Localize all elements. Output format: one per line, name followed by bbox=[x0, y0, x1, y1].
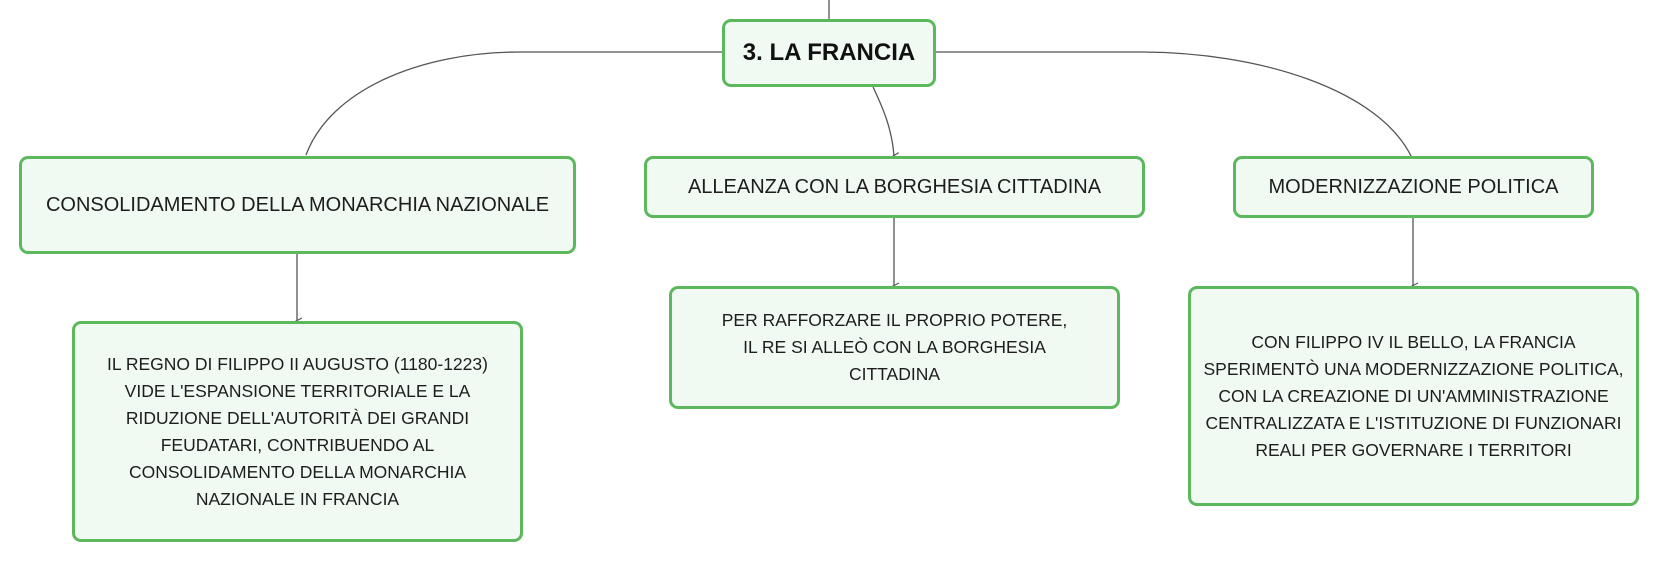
detail-text: IL REGNO DI FILIPPO II AUGUSTO (1180-122… bbox=[107, 353, 488, 509]
topic-label: MODERNIZZAZIONE POLITICA bbox=[1268, 175, 1559, 198]
root-title: 3. LA FRANCIA bbox=[742, 39, 916, 66]
topic-node-consolidamento[interactable]: CONSOLIDAMENTO DELLA MONARCHIA NAZIONALE bbox=[19, 156, 576, 254]
topic-node-modernizzazione[interactable]: MODERNIZZAZIONE POLITICA bbox=[1233, 156, 1594, 218]
topic-label: ALLEANZA CON LA BORGHESIA CITTADINA bbox=[687, 175, 1102, 198]
root-node[interactable]: 3. LA FRANCIA bbox=[722, 19, 936, 87]
connector-root-to-topic-1 bbox=[305, 51, 722, 156]
connector-root-to-topic-3 bbox=[936, 51, 1413, 159]
detail-node-consolidamento[interactable]: IL REGNO DI FILIPPO II AUGUSTO (1180-122… bbox=[72, 321, 523, 542]
topic-label: CONSOLIDAMENTO DELLA MONARCHIA NAZIONALE bbox=[45, 193, 550, 216]
connector-root-to-topic-2 bbox=[872, 86, 894, 156]
detail-text: CON FILIPPO IV IL BELLO, LA FRANCIA SPER… bbox=[1203, 331, 1624, 460]
topic-node-alleanza[interactable]: ALLEANZA CON LA BORGHESIA CITTADINA bbox=[644, 156, 1145, 218]
detail-node-alleanza[interactable]: PER RAFFORZARE IL PROPRIO POTERE, IL RE … bbox=[669, 286, 1120, 409]
detail-text: PER RAFFORZARE IL PROPRIO POTERE, IL RE … bbox=[721, 310, 1068, 384]
detail-node-modernizzazione[interactable]: CON FILIPPO IV IL BELLO, LA FRANCIA SPER… bbox=[1188, 286, 1639, 506]
